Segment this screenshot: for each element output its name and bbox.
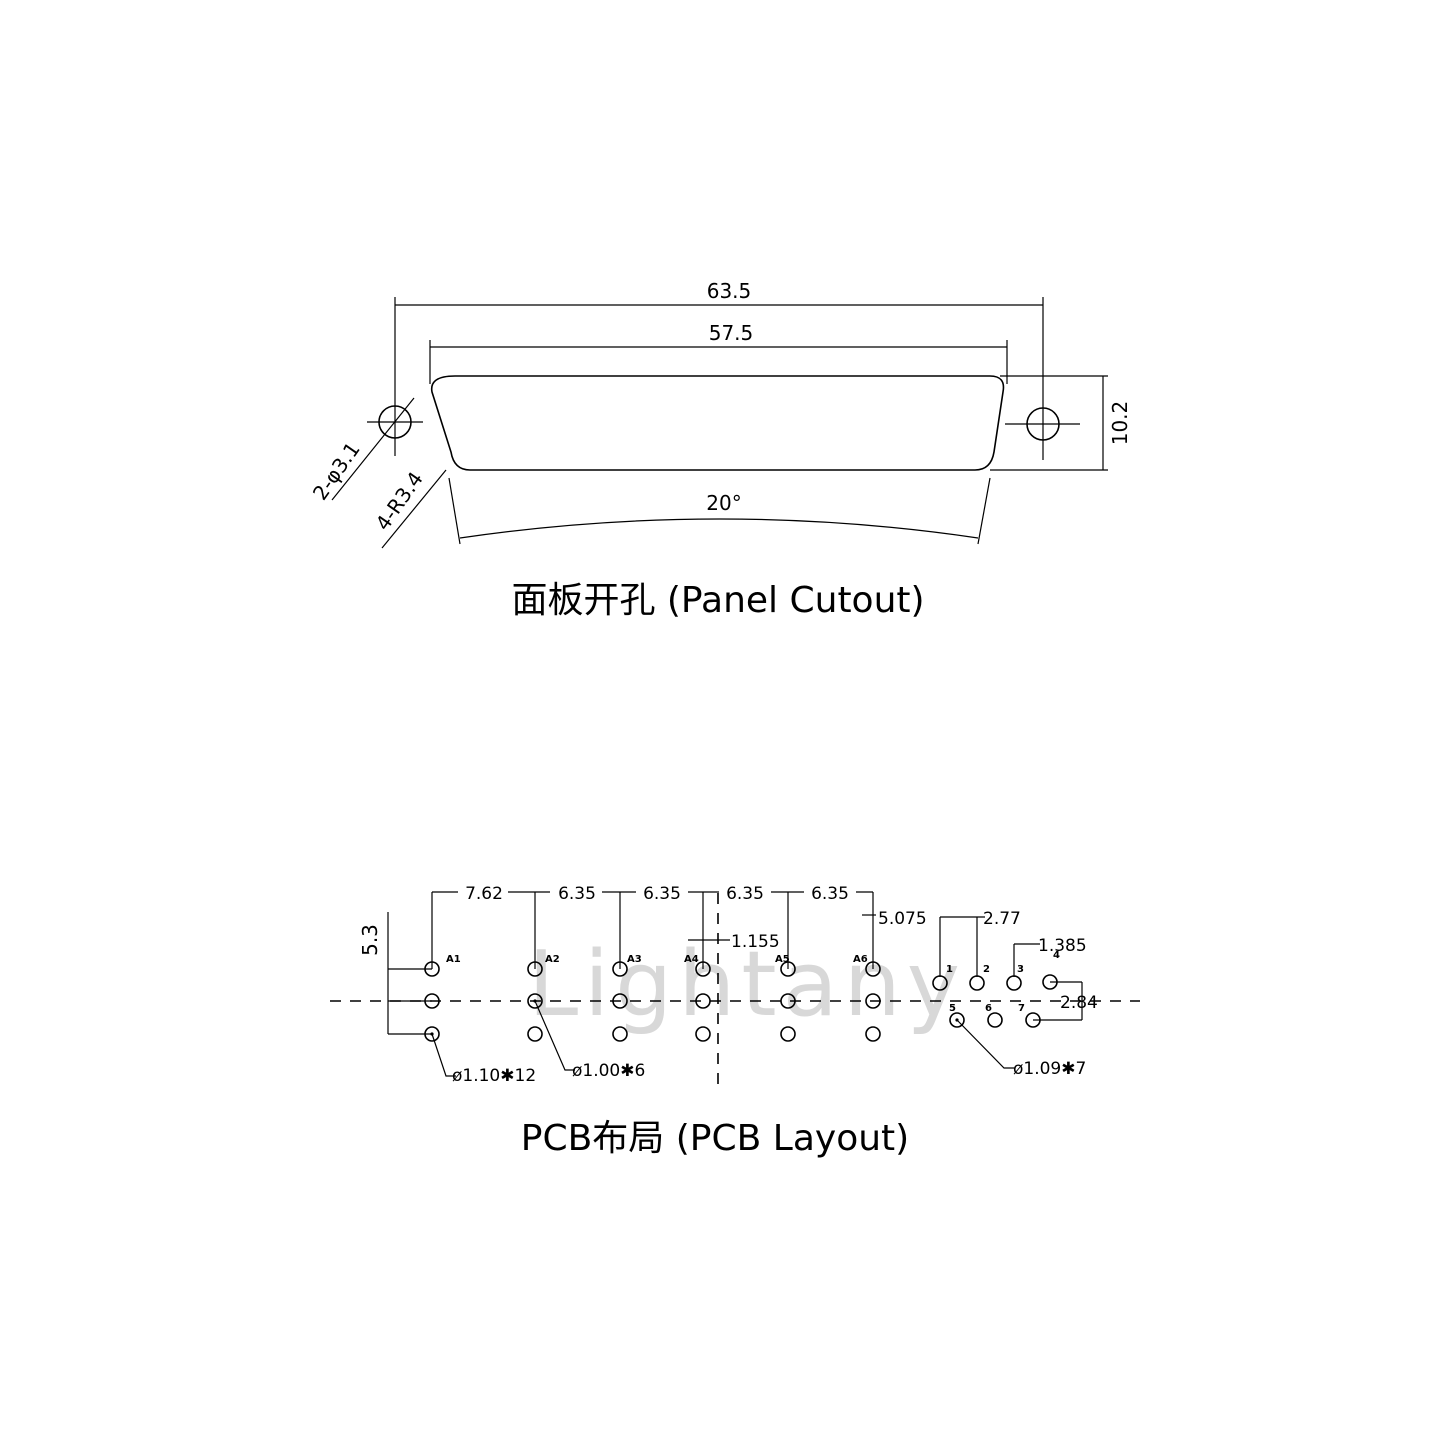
coax-hole-upper-5 xyxy=(780,961,796,977)
signal-hole-2 xyxy=(969,975,985,991)
coax-hole-upper-3 xyxy=(612,961,628,977)
coax-hole-lower-6 xyxy=(865,1026,881,1042)
leader-radius xyxy=(381,469,447,549)
dim-pitch-5: 6.35 xyxy=(811,884,849,904)
watermark-text: Lightany xyxy=(528,932,966,1037)
signal-hole-5 xyxy=(949,1012,965,1028)
pin-label-6: 6 xyxy=(985,1003,992,1014)
callout-large-holes: ø1.10✱12 xyxy=(452,1066,536,1086)
pin-label-a3: A3 xyxy=(627,954,642,965)
signal-hole-4 xyxy=(1042,974,1058,990)
coax-hole-lower-5 xyxy=(780,1026,796,1042)
pin-label-3: 3 xyxy=(1017,964,1024,975)
dim-overall-width: 63.5 xyxy=(707,279,752,303)
coax-hole-upper-4 xyxy=(695,961,711,977)
dim-row: 5.3 xyxy=(358,924,382,956)
signal-hole-3 xyxy=(1006,975,1022,991)
coax-hole-center-5 xyxy=(780,993,796,1009)
coax-hole-lower-1 xyxy=(424,1026,440,1042)
dim-height: 10.2 xyxy=(1108,401,1132,446)
pin-label-a4: A4 xyxy=(684,954,699,965)
dim-offset: 1.155 xyxy=(731,932,780,952)
dim-pitch-1: 7.62 xyxy=(465,884,503,904)
pcb-holes xyxy=(424,961,1058,1042)
pin-label-a6: A6 xyxy=(853,954,868,965)
callout-signal-holes: ø1.09✱7 xyxy=(1013,1059,1086,1079)
coax-hole-upper-2 xyxy=(527,961,543,977)
coax-hole-lower-4 xyxy=(695,1026,711,1042)
coax-hole-lower-3 xyxy=(612,1026,628,1042)
pin-label-a2: A2 xyxy=(545,954,560,965)
pin-label-5: 5 xyxy=(949,1003,956,1014)
coax-hole-center-1 xyxy=(424,993,440,1009)
coax-hole-upper-6 xyxy=(865,961,881,977)
coax-hole-center-2 xyxy=(527,993,543,1009)
dim-pitch-4: 6.35 xyxy=(726,884,764,904)
cutout-outline xyxy=(430,375,1005,471)
angle-arc xyxy=(459,518,979,539)
signal-hole-7 xyxy=(1025,1012,1041,1028)
coax-hole-center-4 xyxy=(695,993,711,1009)
pin-label-a5: A5 xyxy=(775,954,790,965)
leader-large-holes xyxy=(431,1033,456,1077)
pcb-caption: PCB布局 (PCB Layout) xyxy=(521,1118,909,1159)
leader-coax-holes xyxy=(534,1000,575,1071)
dim-sig-pitch: 2.77 xyxy=(983,909,1021,929)
leader-signal-holes xyxy=(956,1019,1014,1069)
dim-pitch-3: 6.35 xyxy=(643,884,681,904)
coax-hole-center-6 xyxy=(865,993,881,1009)
dim-sig-offset: 1.385 xyxy=(1038,936,1087,956)
pcb-layout-view: 5.3 7.62 6.35 6.35 6.35 6.35 1.155 5.075… xyxy=(330,880,1140,1159)
dim-sig-row: 2.84 xyxy=(1060,993,1098,1013)
dim-angle: 20° xyxy=(706,491,741,515)
signal-hole-1 xyxy=(932,975,948,991)
leader-hole xyxy=(331,397,415,501)
coax-hole-upper-1 xyxy=(424,961,440,977)
pin-label-a1: A1 xyxy=(446,954,461,965)
panel-caption: 面板开孔 (Panel Cutout) xyxy=(511,580,924,621)
panel-cutout-view: 63.5 57.5 10.2 20° 2-φ3.1 4-R3.4 面板开孔 (P… xyxy=(308,279,1132,621)
pin-label-4: 4 xyxy=(1053,950,1060,961)
dim-gap: 5.075 xyxy=(878,909,927,929)
pin-label-2: 2 xyxy=(983,964,990,975)
dim-pitch-2: 6.35 xyxy=(558,884,596,904)
coax-hole-lower-2 xyxy=(527,1026,543,1042)
pin-label-1: 1 xyxy=(946,964,953,975)
callout-coax-holes: ø1.00✱6 xyxy=(572,1061,645,1081)
callout-radius: 4-R3.4 xyxy=(371,467,428,535)
coax-hole-center-3 xyxy=(612,993,628,1009)
dim-cutout-width: 57.5 xyxy=(709,321,754,345)
signal-hole-6 xyxy=(987,1012,1003,1028)
pin-label-7: 7 xyxy=(1018,1003,1025,1014)
